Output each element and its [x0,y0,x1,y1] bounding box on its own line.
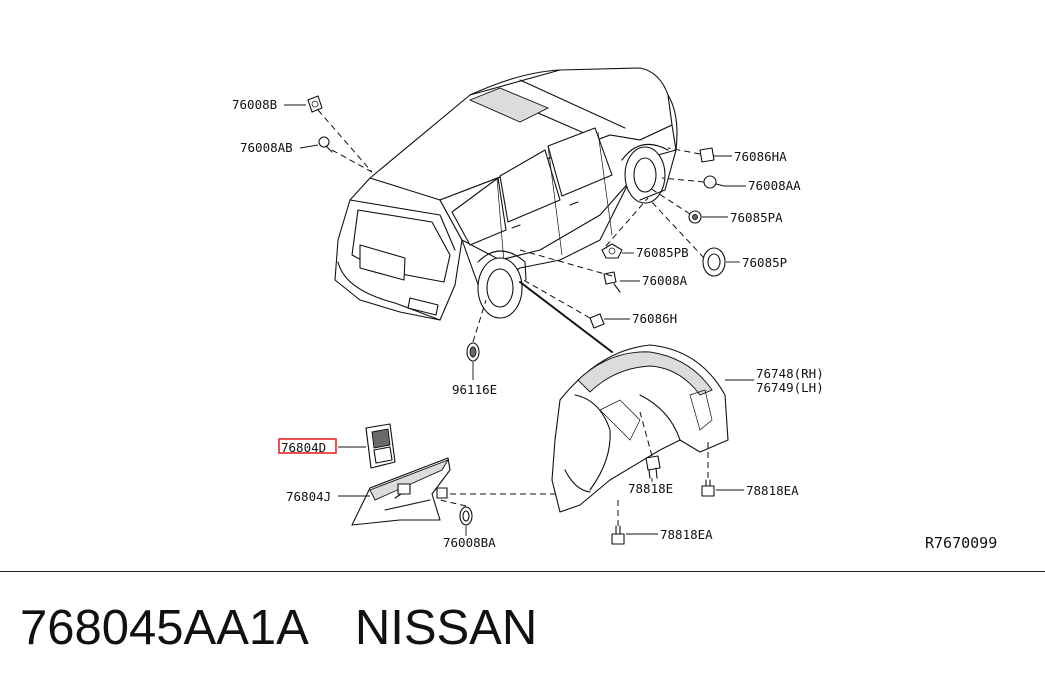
label-76085PA[interactable]: 76085PA [730,210,783,225]
label-76008BA[interactable]: 76008BA [443,535,496,550]
seal-76085P-icon [702,247,726,277]
label-76008A[interactable]: 76008A [642,273,688,288]
label-78818EA-right[interactable]: 78818EA [746,483,799,498]
fender-protector [551,344,729,513]
label-76804J[interactable]: 76804J [286,489,331,504]
label-76085PB[interactable]: 76085PB [636,245,689,260]
label-78818EA-bottom[interactable]: 78818EA [660,527,713,542]
label-76008B[interactable]: 76008B [232,97,277,112]
assembly-lines [317,109,709,526]
label-96116E[interactable]: 96116E [452,382,497,397]
part-number: 768045AA1A [20,601,309,655]
grommet-96116E-icon [466,342,480,362]
label-78818E[interactable]: 78818E [628,481,673,496]
footer-caption: 768045AA1A NISSAN [20,598,537,658]
label-76748[interactable]: 76748(RH) [756,366,824,381]
nut-76008BA-icon [459,506,473,526]
label-76085P[interactable]: 76085P [742,255,787,270]
bolt-76008A-icon [603,271,621,293]
leader-lines [284,104,754,536]
label-76804D[interactable]: 76804D [281,440,326,455]
parts-diagram: 76008B 76008AB 76086HA 76008AA 76085PA 7… [232,67,997,552]
label-76008AB[interactable]: 76008AB [240,140,293,155]
highlight-box-76804D [278,438,337,454]
screw-76008AB-icon [318,136,333,153]
diagram-reference-code: R7670099 [925,534,997,552]
label-76086HA[interactable]: 76086HA [734,149,787,164]
clip-76008B-icon [307,95,323,113]
screw-76008AA-icon [703,175,725,189]
manufacturer-name: NISSAN [354,601,538,655]
vehicle-outline [334,67,678,321]
clip-78818EA-right-icon [701,479,715,497]
fasteners [307,95,726,545]
splash-guard-assembly [351,423,451,526]
clip-78818E-icon [645,455,661,479]
part-labels: 76008B 76008AB 76086HA 76008AA 76085PA 7… [232,97,997,552]
nut-76085PB-icon [601,243,623,259]
label-76008AA[interactable]: 76008AA [748,178,801,193]
footer-divider [0,571,1045,572]
label-76086H[interactable]: 76086H [632,311,677,326]
clip-78818EA-bottom-icon [611,525,625,545]
tab-76086HA-icon [699,147,715,163]
label-76749[interactable]: 76749(LH) [756,380,824,395]
tab-76086H-icon [589,313,605,329]
grommet-76085PA-icon [688,210,702,224]
